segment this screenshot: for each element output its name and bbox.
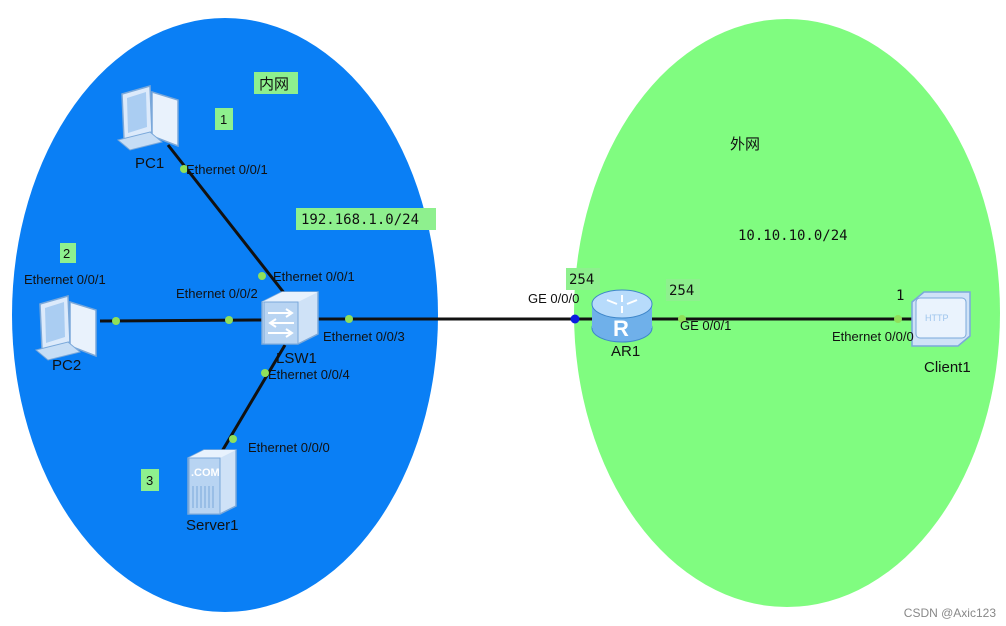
client1-tag: 1 xyxy=(896,288,904,304)
port-dot-lsw1-e4 xyxy=(261,369,269,377)
link-pc2-lsw1 xyxy=(99,318,263,323)
server-icon: .COM xyxy=(187,449,237,515)
port-dot-ar1-ge1 xyxy=(678,315,686,323)
ar1-port-ge0: GE 0/0/0 xyxy=(528,291,579,306)
router-icon-letter: R xyxy=(613,316,629,341)
port-dot-lsw1-e1 xyxy=(258,272,266,280)
lsw1-name: LSW1 xyxy=(276,350,317,367)
ar1-port-ge1: GE 0/0/1 xyxy=(680,318,731,333)
pc2-name: PC2 xyxy=(52,357,81,374)
lsw1-port-e3: Ethernet 0/0/3 xyxy=(323,329,405,344)
server1-port-label: Ethernet 0/0/0 xyxy=(248,440,330,455)
router-icon: R xyxy=(591,289,653,343)
extranet-subnet: 10.10.10.0/24 xyxy=(738,228,848,244)
lsw1-port-e2: Ethernet 0/0/2 xyxy=(176,286,258,301)
link-pc1-lsw1 xyxy=(166,144,290,299)
pc1-name: PC1 xyxy=(135,155,164,172)
server-icon-text: .COM xyxy=(191,467,220,479)
client1-device[interactable]: HTTP Client1 xyxy=(911,291,971,376)
server1-device[interactable]: .COM Server1 xyxy=(186,449,239,534)
extranet-label: 外网 xyxy=(730,136,760,153)
port-dot-client1 xyxy=(894,315,902,323)
extranet-zone xyxy=(574,19,1000,607)
server1-name: Server1 xyxy=(186,517,239,534)
port-dot-ar1-ge0 xyxy=(570,314,580,324)
pc-icon xyxy=(116,85,179,151)
pc1-tag: 1 xyxy=(220,112,227,127)
client1-port-label: Ethernet 0/0/0 xyxy=(832,329,914,344)
intranet-zone xyxy=(12,18,438,612)
intranet-subnet: 192.168.1.0/24 xyxy=(301,212,419,228)
port-dot-pc1 xyxy=(180,165,188,173)
watermark: CSDN @Axic123 xyxy=(903,606,996,620)
pc1-port-label: Ethernet 0/0/1 xyxy=(186,162,268,177)
lsw1-port-e4: Ethernet 0/0/4 xyxy=(268,367,350,382)
lsw1-port-e1: Ethernet 0/0/1 xyxy=(273,269,355,284)
ar1-inner-tag: 254 xyxy=(569,272,594,288)
intranet-label: 内网 xyxy=(259,76,289,93)
port-dot-server1 xyxy=(229,435,237,443)
lsw1-device[interactable]: LSW1 xyxy=(261,291,319,367)
client1-name: Client1 xyxy=(924,359,971,376)
pc-icon xyxy=(34,295,97,361)
server1-tag: 3 xyxy=(146,473,153,488)
ar1-device[interactable]: R AR1 xyxy=(591,289,653,360)
switch-icon xyxy=(261,291,319,345)
client-icon-text: HTTP xyxy=(925,313,949,323)
pc2-port-label: Ethernet 0/0/1 xyxy=(24,272,106,287)
ar1-name: AR1 xyxy=(611,343,640,360)
ar1-outer-tag: 254 xyxy=(669,283,694,299)
http-client-icon: HTTP xyxy=(911,291,971,347)
port-dots xyxy=(112,165,902,443)
pc2-tag: 2 xyxy=(63,246,70,261)
port-dot-lsw1-e3 xyxy=(345,315,353,323)
port-dot-pc2 xyxy=(112,317,120,325)
pc2-device[interactable]: PC2 xyxy=(34,295,97,374)
port-dot-lsw1-e2 xyxy=(225,316,233,324)
pc1-device[interactable]: PC1 xyxy=(116,85,179,172)
